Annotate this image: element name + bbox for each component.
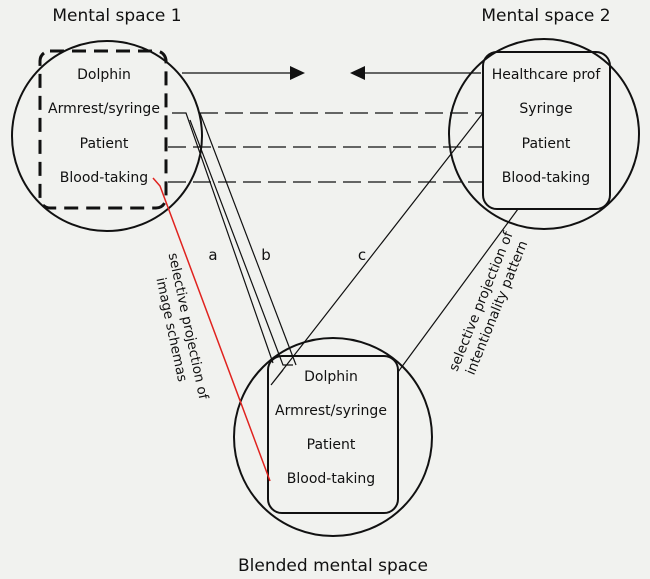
mental-space-2-title: Mental space 2 — [481, 6, 610, 26]
intentionality-projection-label: selective projection of intentionality p… — [446, 228, 531, 377]
line-label-a: a — [208, 246, 217, 264]
blended-item-armrest-syringe: Armrest/syringe — [275, 403, 387, 419]
mental-space-2-circle — [448, 38, 640, 230]
space1-item-armrest-syringe: Armrest/syringe — [48, 101, 160, 117]
space1-item-dolphin: Dolphin — [77, 67, 131, 83]
line-label-b: b — [261, 246, 271, 264]
blended-space-title: Blended mental space — [238, 556, 428, 576]
mental-space-1-title: Mental space 1 — [52, 6, 181, 26]
blended-space-circle — [233, 337, 433, 537]
projection-line-c — [270, 112, 484, 386]
projection-line-b-return — [189, 119, 293, 366]
blended-space-box — [267, 355, 399, 514]
space1-item-patient: Patient — [80, 136, 129, 152]
space2-item-healthcare-prof: Healthcare prof — [492, 67, 602, 83]
mental-space-1-dashed-box — [38, 49, 168, 210]
intentionality-projection-line — [397, 208, 519, 373]
blended-item-dolphin: Dolphin — [304, 369, 358, 385]
left-arrowhead-icon — [350, 66, 365, 80]
image-schemas-projection-label: selective projection of image schemas — [152, 252, 211, 402]
space2-item-syringe: Syringe — [519, 101, 572, 117]
space2-item-patient: Patient — [522, 136, 571, 152]
mental-space-2-box — [482, 51, 611, 210]
mental-space-1-circle — [11, 40, 203, 232]
line-label-c: c — [358, 246, 366, 264]
blended-item-patient: Patient — [307, 437, 356, 453]
space1-item-blood-taking: Blood-taking — [60, 170, 148, 186]
image-schema-projection-line — [152, 177, 271, 482]
projection-line-a — [172, 112, 274, 364]
blended-item-blood-taking: Blood-taking — [287, 471, 375, 487]
projection-line-b — [199, 112, 297, 366]
space2-item-blood-taking: Blood-taking — [502, 170, 590, 186]
right-arrowhead-icon — [290, 66, 305, 80]
